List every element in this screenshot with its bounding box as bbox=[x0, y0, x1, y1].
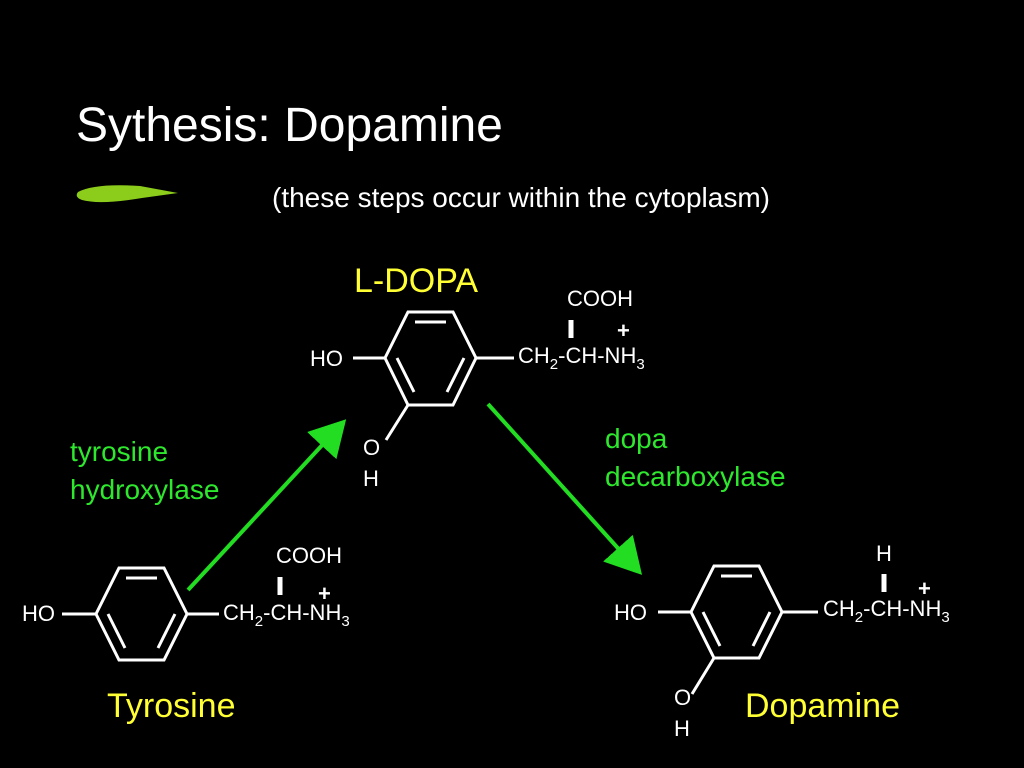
page-title: Sythesis: Dopamine bbox=[76, 99, 503, 152]
ldopa-o: O bbox=[363, 435, 381, 460]
tyrosine-plus: + bbox=[318, 581, 331, 606]
dopamine-ho: HO bbox=[614, 600, 647, 625]
tyrosine-benzene-ring bbox=[62, 566, 219, 662]
ldopa-ho: HO bbox=[310, 346, 343, 371]
ldopa-name: L-DOPA bbox=[354, 262, 479, 300]
arrow-ldopa-to-dopamine bbox=[486, 402, 643, 575]
dopamine-side-chain: CH2-CH-NH3 bbox=[823, 596, 950, 626]
ldopa-plus: + bbox=[617, 318, 630, 343]
ldopa-h: H bbox=[363, 466, 379, 491]
subtitle: (these steps occur within the cytoplasm) bbox=[272, 182, 770, 213]
dopamine-h: H bbox=[674, 716, 690, 741]
dopamine-plus: + bbox=[918, 576, 931, 601]
tyrosine-side-chain: CH2-CH-NH3 bbox=[223, 600, 350, 630]
dopamine-o: O bbox=[674, 685, 692, 710]
ldopa-benzene-ring bbox=[353, 310, 514, 441]
brush-stroke-decoration bbox=[76, 185, 178, 203]
tyrosine-cooh: COOH bbox=[276, 543, 342, 568]
ldopa-cooh: COOH bbox=[567, 286, 633, 311]
ldopa-side-chain: CH2-CH-NH3 bbox=[518, 343, 645, 373]
dopamine-name: Dopamine bbox=[745, 687, 900, 725]
dopamine-benzene-ring bbox=[658, 564, 818, 695]
tyrosine-ho: HO bbox=[22, 601, 55, 626]
dopamine-top-h: H bbox=[876, 541, 892, 566]
arrow-tyrosine-to-ldopa bbox=[186, 419, 347, 592]
tyrosine-name: Tyrosine bbox=[107, 687, 236, 725]
